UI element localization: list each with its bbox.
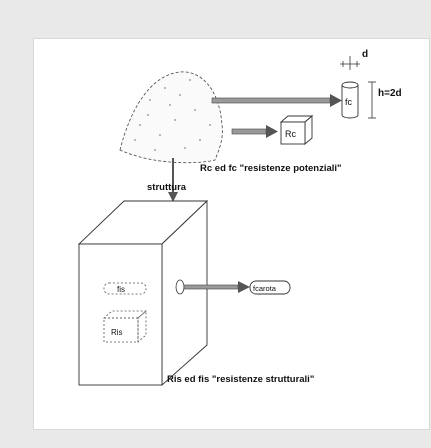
cube-label: Rc bbox=[285, 129, 296, 139]
structural-strengths-caption: Ris ed fis "resistenze strutturali" bbox=[167, 374, 314, 385]
arrow-to-cube bbox=[231, 125, 278, 138]
cube-in-structure bbox=[102, 310, 148, 343]
core-sample-label: fcarota bbox=[253, 284, 277, 293]
potential-strengths-caption: Rc ed fc "resistenze potenziali" bbox=[200, 163, 342, 174]
diameter-label: d bbox=[362, 49, 368, 60]
structure-label: struttura bbox=[147, 182, 187, 193]
cylinder-specimen bbox=[341, 81, 359, 119]
cylinder-label: fc bbox=[345, 97, 353, 107]
height-label: h=2d bbox=[378, 88, 402, 99]
concrete-heap bbox=[119, 71, 223, 164]
height-indicator bbox=[368, 81, 376, 119]
arrow-to-structure bbox=[168, 158, 178, 202]
arrow-to-cylinder bbox=[211, 94, 342, 107]
core-extraction-arrow bbox=[175, 279, 250, 295]
cube-specimen bbox=[279, 115, 314, 145]
core-in-structure bbox=[103, 282, 147, 295]
core-sample bbox=[249, 280, 291, 295]
structure-block bbox=[77, 199, 209, 387]
cube-in-structure-label: Ris bbox=[111, 328, 123, 337]
diameter-indicator bbox=[340, 56, 360, 70]
core-in-structure-label: fis bbox=[117, 285, 125, 294]
